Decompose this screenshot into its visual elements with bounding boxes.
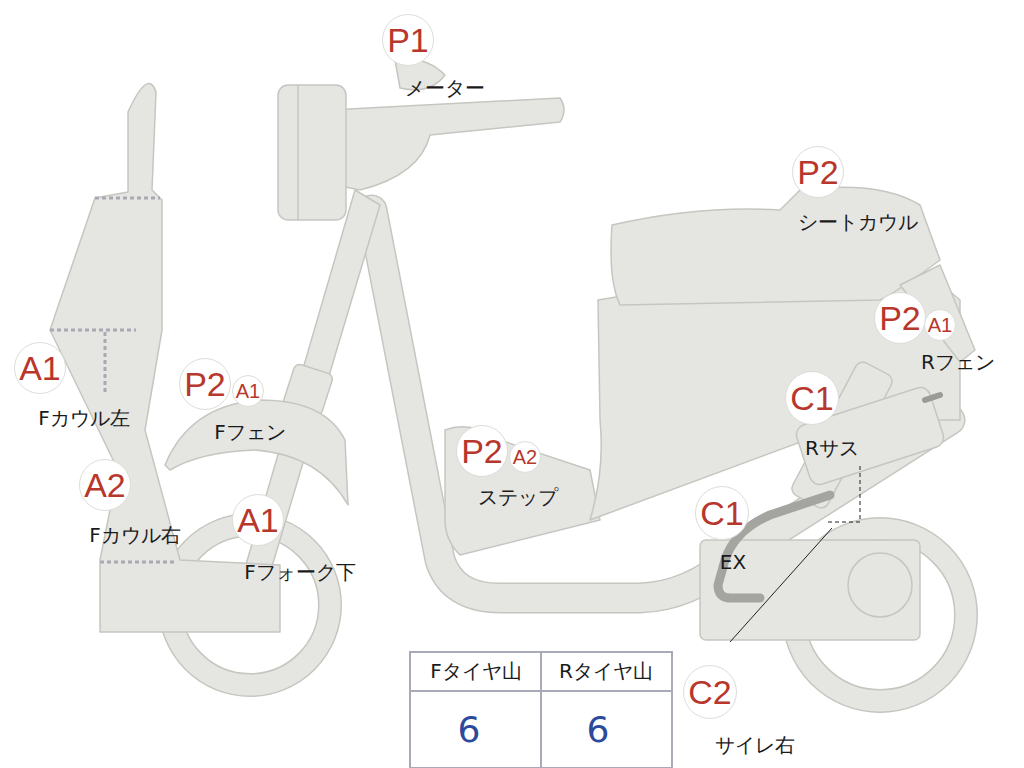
part-name: Fカウル左 [38, 407, 130, 429]
part-name: Rフェン [921, 351, 995, 373]
callout-code: P2 [797, 155, 839, 189]
callout-code: C1 [700, 496, 743, 530]
leader-line [828, 466, 860, 522]
tread-table [410, 652, 672, 768]
callout-circle: C1 [695, 486, 749, 540]
callout-code: P2 [461, 434, 503, 468]
callout-circle: P2 [874, 292, 927, 345]
part-name: メーター [405, 77, 485, 99]
step-floor [445, 427, 600, 555]
front-fender [165, 400, 348, 505]
part-name: ステップ [478, 486, 558, 508]
callout-circle: C2 [683, 665, 737, 719]
headlight-rim [297, 85, 299, 220]
callout-code: P2 [184, 367, 226, 401]
part-name: Rサス [805, 437, 859, 459]
callout-code: P2 [879, 301, 921, 335]
callout-circle: A1 [14, 342, 67, 395]
headlight [278, 85, 346, 220]
part-name: Fカウル右 [89, 524, 181, 546]
part-name: Fフェン [214, 421, 286, 443]
callout-circle: A1 [232, 494, 285, 547]
part-name: シートカウル [798, 211, 918, 233]
seat [611, 187, 940, 305]
callout-circle: P2 [792, 146, 845, 199]
leader-line [730, 528, 832, 642]
callout-code: A2 [513, 447, 537, 467]
muffler-tip [925, 395, 940, 400]
rear-hub [848, 553, 912, 617]
cowl-divider [104, 332, 107, 392]
callout-code: A1 [236, 381, 260, 401]
handlebar [330, 98, 564, 190]
callout-circle: P1 [382, 14, 435, 67]
cowl-divider [95, 197, 160, 200]
table-cell: 6 [587, 710, 610, 750]
callout-circle: C1 [785, 371, 839, 425]
part-name: EX [720, 551, 746, 573]
callout-code: C1 [790, 381, 833, 415]
callout-code: A1 [19, 351, 61, 385]
callout-circle: P2 [179, 358, 232, 411]
callout-code: A1 [928, 315, 952, 335]
callout-circle: A2 [79, 459, 132, 512]
engine-case [700, 540, 920, 640]
part-name: サイレ右 [715, 734, 795, 756]
table-rule [540, 652, 542, 768]
table-cell: 6 [458, 710, 481, 750]
callout-circle: P2 [456, 425, 509, 478]
cowl-divider [50, 329, 136, 332]
callout-code: C2 [688, 675, 731, 709]
front-cowl [50, 84, 280, 632]
callout-code: A2 [84, 468, 126, 502]
callout-code: P1 [387, 23, 429, 57]
callout-code: A1 [237, 503, 279, 537]
table-cell: Rタイヤ山 [559, 660, 653, 682]
cowl-divider [100, 561, 176, 564]
table-cell: Fタイヤ山 [430, 660, 522, 682]
part-name: Fフォーク下 [244, 561, 356, 583]
